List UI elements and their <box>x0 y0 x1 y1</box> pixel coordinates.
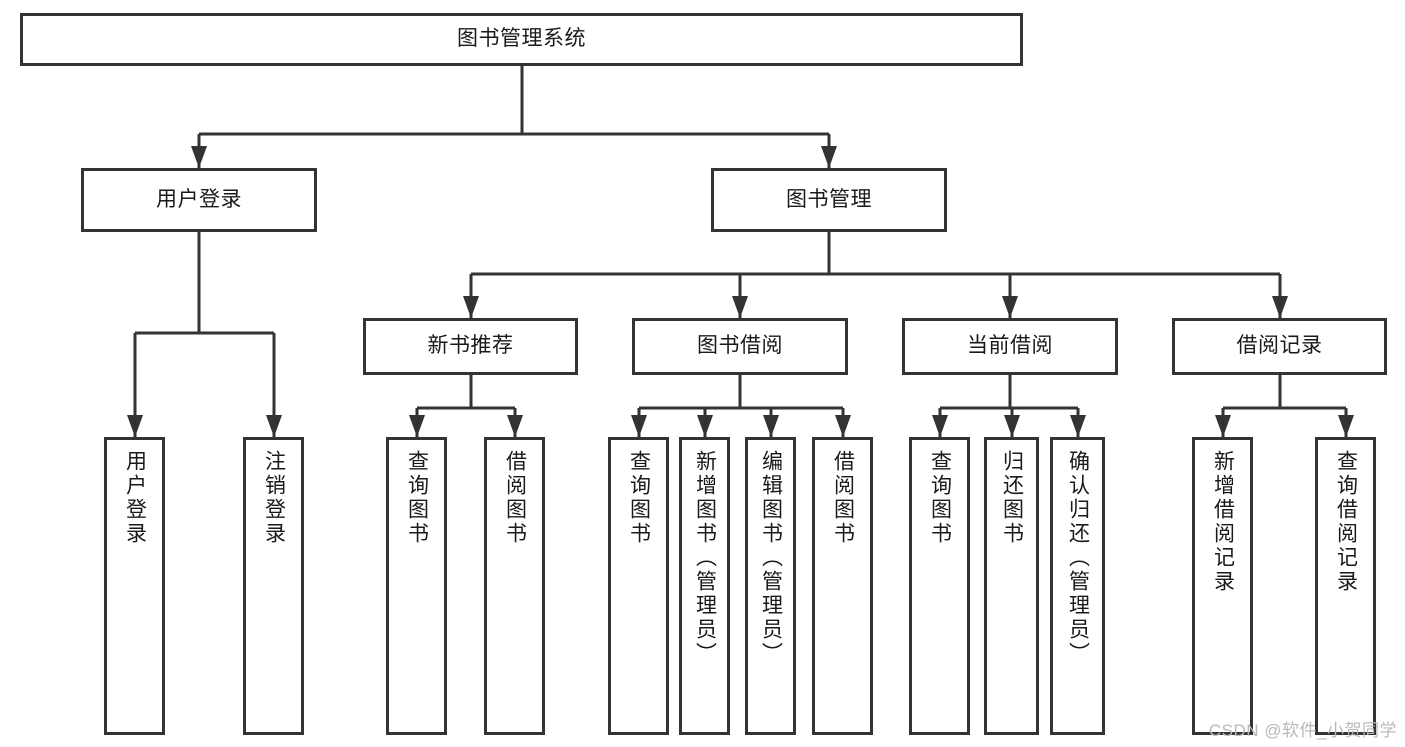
node-c_return[interactable]: 归还图书 <box>984 437 1039 735</box>
node-label: 查询图书 <box>627 450 651 546</box>
node-label: 用户登录 <box>156 187 242 211</box>
node-root[interactable]: 图书管理系统 <box>20 13 1023 66</box>
node-login[interactable]: 用户登录 <box>81 168 317 232</box>
node-b_lend[interactable]: 借阅图书 <box>812 437 873 735</box>
node-c_query[interactable]: 查询图书 <box>909 437 970 735</box>
node-label: 查询借阅记录 <box>1334 450 1358 594</box>
node-bookmgmt[interactable]: 图书管理 <box>711 168 947 232</box>
node-label: 新书推荐 <box>427 334 514 358</box>
node-label: 查询图书 <box>928 450 952 546</box>
node-label: 图书管理系统 <box>457 27 586 51</box>
node-r_add[interactable]: 新增借阅记录 <box>1192 437 1253 735</box>
node-label: 当前借阅 <box>967 334 1053 358</box>
node-label: 查询图书 <box>405 450 429 546</box>
node-label: 编辑图书（管理员） <box>759 450 783 666</box>
node-label: 借阅图书 <box>831 450 855 546</box>
node-l_logout[interactable]: 注销登录 <box>243 437 304 735</box>
node-n_borrow[interactable]: 借阅图书 <box>484 437 545 735</box>
node-label: 借阅图书 <box>503 450 527 546</box>
node-r_query[interactable]: 查询借阅记录 <box>1315 437 1376 735</box>
node-borrow[interactable]: 图书借阅 <box>632 318 848 375</box>
node-label: 确认归还（管理员） <box>1066 450 1090 666</box>
node-c_confirm[interactable]: 确认归还（管理员） <box>1050 437 1105 735</box>
node-n_query[interactable]: 查询图书 <box>386 437 447 735</box>
node-label: 图书管理 <box>786 187 872 211</box>
node-newbook[interactable]: 新书推荐 <box>363 318 578 375</box>
node-b_add[interactable]: 新增图书（管理员） <box>679 437 730 735</box>
node-label: 用户登录 <box>123 450 147 546</box>
node-label: 注销登录 <box>262 450 286 546</box>
node-label: 归还图书 <box>1000 450 1024 546</box>
node-b_edit[interactable]: 编辑图书（管理员） <box>745 437 796 735</box>
node-label: 新增借阅记录 <box>1211 450 1235 594</box>
node-l_login[interactable]: 用户登录 <box>104 437 165 735</box>
node-label: 借阅记录 <box>1236 334 1323 358</box>
node-b_query[interactable]: 查询图书 <box>608 437 669 735</box>
node-label: 图书借阅 <box>697 334 783 358</box>
node-current[interactable]: 当前借阅 <box>902 318 1118 375</box>
node-label: 新增图书（管理员） <box>693 450 717 666</box>
node-records[interactable]: 借阅记录 <box>1172 318 1387 375</box>
